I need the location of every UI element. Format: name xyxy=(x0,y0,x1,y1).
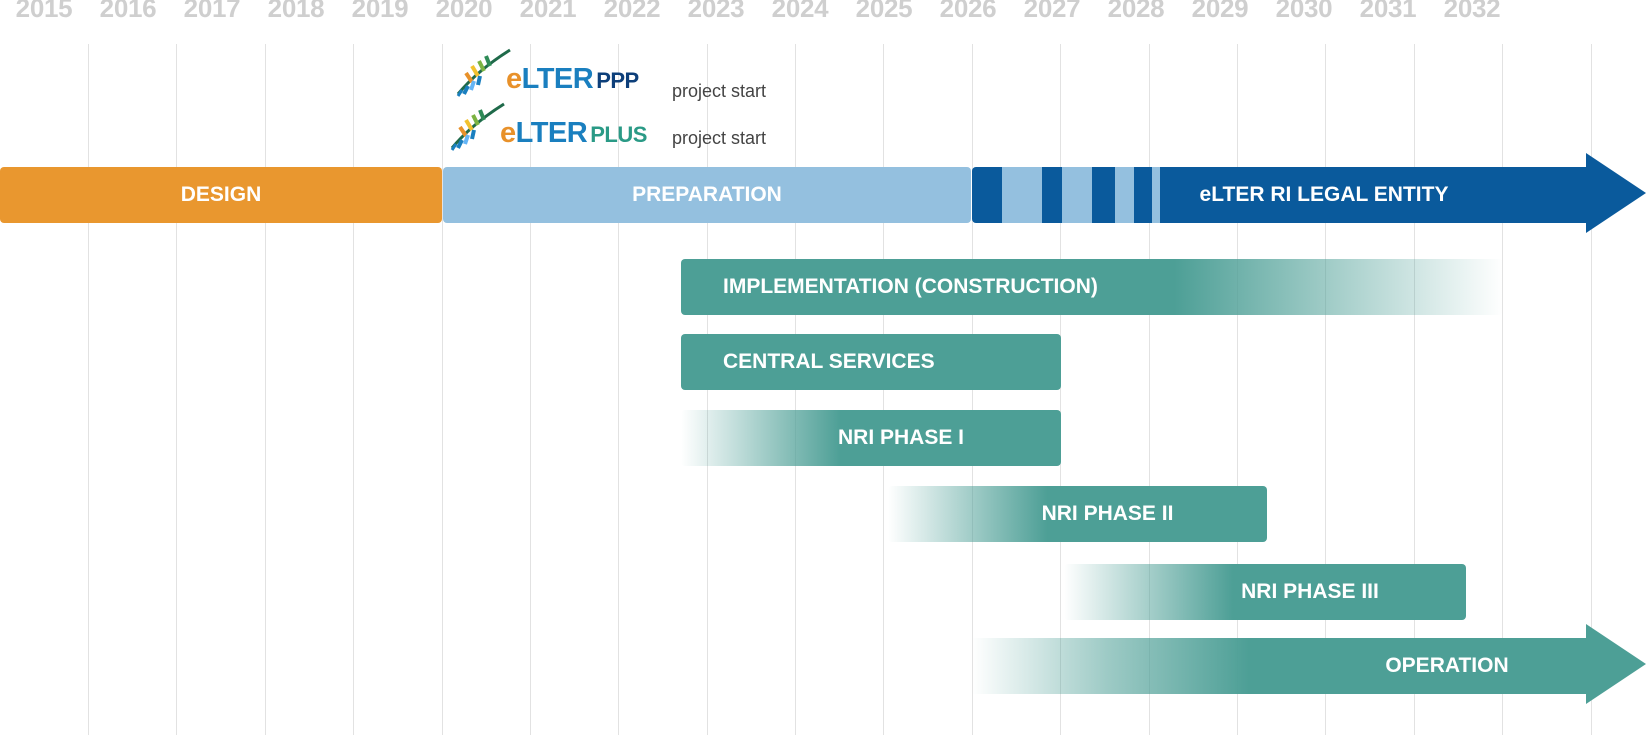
implementation-label: IMPLEMENTATION (CONSTRUCTION) xyxy=(723,275,1098,298)
preparation-phase-bar: PREPARATION xyxy=(443,167,971,223)
central-services-label: CENTRAL SERVICES xyxy=(723,350,935,373)
year-label: 2024 xyxy=(771,0,829,23)
nri-phase-1-label: NRI PHASE I xyxy=(837,426,965,449)
year-label: 2025 xyxy=(855,0,913,23)
year-label: 2021 xyxy=(519,0,577,23)
logo-lter: LTER xyxy=(515,116,588,149)
logo-suffix: PLUS xyxy=(590,121,647,147)
year-label: 2031 xyxy=(1359,0,1417,23)
gridline xyxy=(1591,44,1592,735)
logo-e: e xyxy=(506,62,522,95)
year-label: 2017 xyxy=(183,0,241,23)
gridline xyxy=(1325,44,1326,735)
stripe xyxy=(1152,167,1160,223)
nri-phase-3-label: NRI PHASE III xyxy=(1241,580,1379,603)
year-label: 2026 xyxy=(939,0,997,23)
preparation-phase-label: PREPARATION xyxy=(632,183,782,206)
logo-suffix: PPP xyxy=(596,67,639,93)
year-label: 2019 xyxy=(351,0,409,23)
stripe xyxy=(1002,167,1042,223)
year-label: 2029 xyxy=(1191,0,1249,23)
year-label: 2030 xyxy=(1275,0,1333,23)
year-label: 2023 xyxy=(687,0,745,23)
stripe xyxy=(1115,167,1134,223)
nri-phase-1-bar: NRI PHASE I xyxy=(681,410,1061,466)
gridline xyxy=(265,44,266,735)
gridline xyxy=(618,44,619,735)
gridline xyxy=(1149,44,1150,735)
legal-entity-arrow: eLTER RI LEGAL ENTITY xyxy=(972,153,1646,233)
gridline xyxy=(88,44,89,735)
design-phase-label: DESIGN xyxy=(180,183,262,206)
gridline xyxy=(176,44,177,735)
gridline xyxy=(530,44,531,735)
gridline xyxy=(1414,44,1415,735)
nri-phase-2-label: NRI PHASE II xyxy=(1041,502,1174,525)
operation-bar xyxy=(972,638,1587,694)
gridline xyxy=(1060,44,1061,735)
project-start-note: project start xyxy=(672,81,767,101)
operation-label: OPERATION xyxy=(1385,654,1509,677)
project-start-note: project start xyxy=(672,128,767,148)
year-label: 2032 xyxy=(1443,0,1501,23)
stripe xyxy=(1062,167,1092,223)
legal-entity-label: eLTER RI LEGAL ENTITY xyxy=(1199,183,1449,206)
elter-leaf-icon xyxy=(456,48,511,97)
year-label: 2022 xyxy=(603,0,661,23)
year-label: 2016 xyxy=(99,0,157,23)
arrow-head xyxy=(1586,624,1646,704)
year-label: 2015 xyxy=(15,0,73,23)
operation-arrow: OPERATION xyxy=(972,624,1646,704)
central-services-bar: CENTRAL SERVICES xyxy=(681,334,1061,390)
nri-phase-3-bar: NRI PHASE III xyxy=(1064,564,1466,620)
gridline xyxy=(1502,44,1503,735)
gridline xyxy=(353,44,354,735)
year-label: 2020 xyxy=(435,0,493,23)
gridline xyxy=(1237,44,1238,735)
nri-phase-2-bar: NRI PHASE II xyxy=(888,486,1267,542)
arrow-head xyxy=(1586,153,1646,233)
year-axis: 2015 2016 2017 2018 2019 2020 2021 2022 … xyxy=(0,0,1646,30)
logo-e: e xyxy=(500,116,516,149)
logo-lter: LTER xyxy=(521,62,594,95)
implementation-bar: IMPLEMENTATION (CONSTRUCTION) xyxy=(681,259,1503,315)
gridline xyxy=(442,44,443,735)
elter-leaf-icon xyxy=(450,102,505,151)
year-label: 2027 xyxy=(1023,0,1081,23)
year-label: 2028 xyxy=(1107,0,1165,23)
design-phase-bar: DESIGN xyxy=(0,167,442,223)
year-label: 2018 xyxy=(267,0,325,23)
